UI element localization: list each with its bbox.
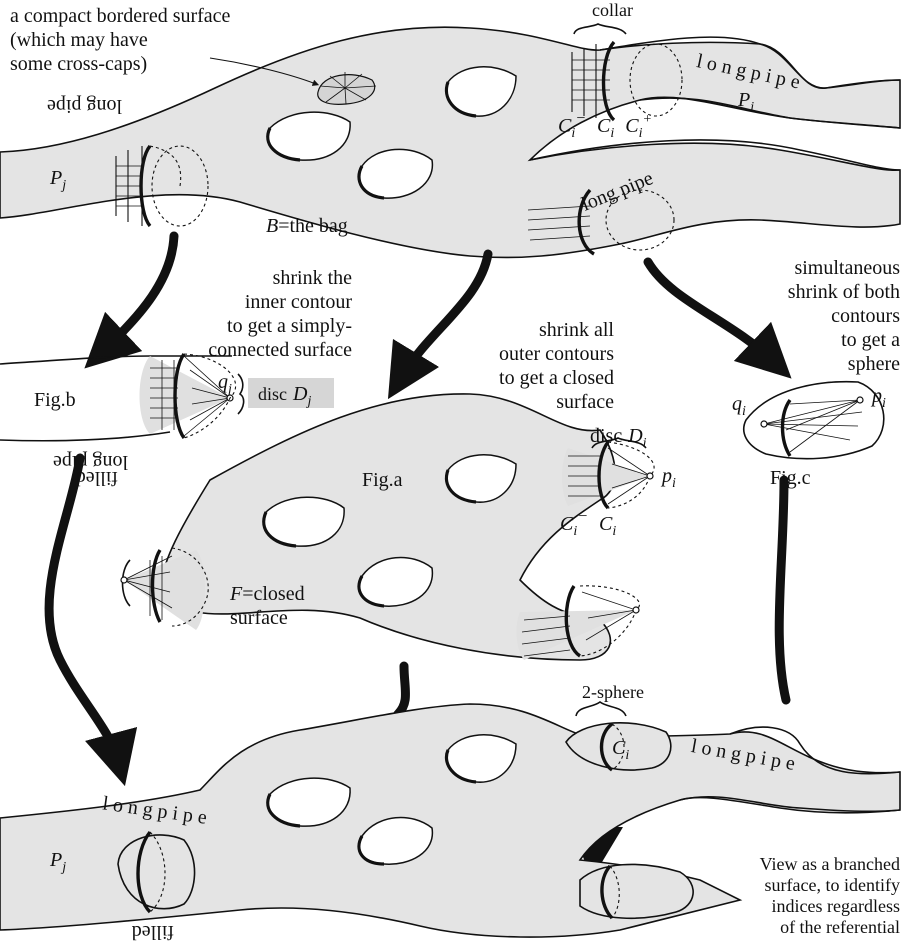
closed-surface-label-2: surface xyxy=(230,607,288,629)
closed-surface-label-1: F=closed xyxy=(229,583,305,605)
branched-end xyxy=(580,864,693,918)
caption-shrink-inner: shrink the inner contour to get a simply… xyxy=(208,267,352,361)
qi-label: qi xyxy=(732,393,746,419)
bag-panel: a compact bordered surface (which may ha… xyxy=(0,0,900,258)
arrow-fig-b-down xyxy=(49,458,118,760)
svg-text:shrink all: shrink all xyxy=(539,319,614,341)
svg-text:inner contour: inner contour xyxy=(245,291,353,313)
compact-surface-label-3: some cross-caps) xyxy=(10,53,147,75)
svg-text:of the referential: of the referential xyxy=(780,917,900,937)
svg-text:to get a: to get a xyxy=(841,329,900,351)
svg-text:shrink the: shrink the xyxy=(273,267,353,289)
compact-surface-label-2: (which may have xyxy=(10,29,148,51)
bag-label: B=the bag xyxy=(266,215,348,237)
collar-brace xyxy=(574,24,626,34)
svg-text:to get a simply-: to get a simply- xyxy=(227,315,352,337)
caption-branched: View as a branched surface, to identify … xyxy=(760,854,900,937)
svg-text:surface: surface xyxy=(556,391,614,413)
caption-simultaneous: simultaneous shrink of both contours to … xyxy=(788,257,900,375)
collar-label: collar xyxy=(592,0,633,20)
svg-text:View as a branched: View as a branched xyxy=(760,854,900,874)
svg-text:shrink of both: shrink of both xyxy=(788,281,900,303)
fig-c: qi pi Fig.c xyxy=(732,382,886,489)
svg-text:to get a closed: to get a closed xyxy=(499,367,614,389)
pi-label-fig-a: pi xyxy=(660,465,676,491)
compact-surface-label-1: a compact bordered surface xyxy=(10,5,231,27)
arrow-to-fig-b xyxy=(104,236,174,350)
svg-text:indices regardless: indices regardless xyxy=(772,896,900,916)
two-sphere-ci: 2-sphere Ci xyxy=(566,682,671,770)
branched-panel: 2-sphere Ci l o n g p i p e l o n g p i … xyxy=(0,682,900,943)
fig-a-label: Fig.a xyxy=(362,469,403,491)
svg-text:connected surface: connected surface xyxy=(208,339,352,361)
arrow-to-fig-a xyxy=(402,254,488,376)
arrow-to-fig-c xyxy=(648,262,772,360)
svg-text:contours: contours xyxy=(831,305,900,327)
svg-text:surface, to identify: surface, to identify xyxy=(765,875,900,895)
svg-text:outer contours: outer contours xyxy=(499,343,614,365)
svg-text:simultaneous: simultaneous xyxy=(794,257,900,279)
svg-text:sphere: sphere xyxy=(848,353,900,375)
branched-surface xyxy=(0,704,900,937)
filled-bottom-left: filled xyxy=(132,921,174,943)
pi-label-fig-c: pi xyxy=(870,385,886,411)
fig-b-filled: filled xyxy=(76,467,118,489)
long-pipe-j-label: long pipe xyxy=(47,95,122,117)
fig-b-label: Fig.b xyxy=(34,389,76,411)
two-sphere-label: 2-sphere xyxy=(582,682,644,702)
caption-shrink-outer: shrink all outer contours to get a close… xyxy=(499,319,614,413)
arrow-fig-c-down xyxy=(779,480,786,700)
fig-c-label: Fig.c xyxy=(770,467,811,489)
